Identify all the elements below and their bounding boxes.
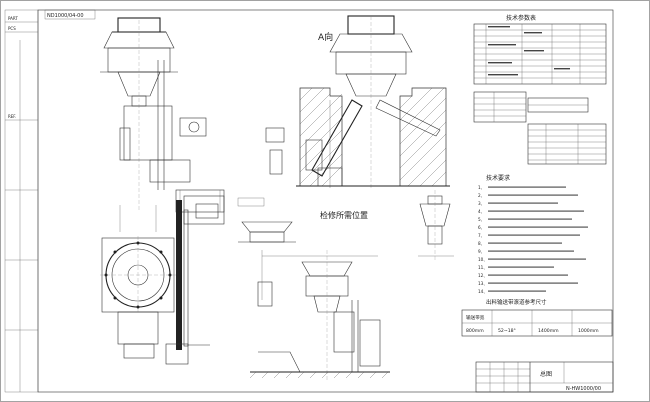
corner-code-box: ND1000/04-00 [44,9,96,20]
requirement-item: 3、 [478,201,485,206]
drawing-number: N-HW1000/00 [566,386,601,392]
tech-requirements-title: 技术要求 [486,174,510,182]
belt-cell-width: 800mm [466,328,484,334]
requirement-item: 13、 [478,281,488,286]
service-position-label: 检修所需位置 [320,210,368,220]
left-margin-strip [4,9,39,393]
belt-reference-table: 出料输送带滚道参考尺寸 输送带宽 800mm 52~18° 1400mm 100… [461,298,613,337]
requirement-item: 12、 [478,273,488,278]
requirement-item: 9、 [478,249,485,254]
requirement-item: 5、 [478,217,485,222]
tech-requirements: 技术要求 1、 2、 3、 4、 5、 6、 7、 8、 9、 10、 11、 … [478,174,588,294]
service-position-view: 检修所需位置 [237,190,454,382]
margin-label-ref: REF. [8,114,16,119]
belt-cell-angle: 52~18° [498,328,516,334]
plan-view [100,195,225,365]
left-margin-labels: PART PCS REF. [5,16,38,392]
belt-cell-dimension: 1000mm [578,328,599,334]
title-block-name: 总图 [540,370,552,378]
requirement-item: 10、 [478,257,488,262]
requirement-item: 6、 [478,225,485,230]
margin-label-part: PART [8,16,18,21]
front-elevation-view [100,17,225,213]
tech-params-title: 技术参数表 [506,14,536,22]
requirement-item: 7、 [478,233,485,238]
corner-code: ND1000/04-00 [47,13,84,19]
belt-table-title: 出料输送带滚道参考尺寸 [486,298,547,306]
requirement-item: 2、 [478,193,485,198]
requirement-item: 14、 [478,289,488,294]
requirement-item: 4、 [478,209,485,214]
tech-params-table: 技术参数表 [473,14,607,165]
requirement-item: 8、 [478,241,485,246]
requirement-item: 11、 [478,265,488,270]
view-a-label: A向 [318,31,333,43]
requirement-item: 1、 [478,185,485,190]
belt-cell-dimension: 1400mm [538,328,559,334]
belt-cell-header: 输送带宽 [466,314,485,321]
margin-label-pcs: PCS [8,26,16,31]
section-a-view: A向 [265,15,450,188]
title-block: 总图 N-HW1000/00 [475,361,614,393]
